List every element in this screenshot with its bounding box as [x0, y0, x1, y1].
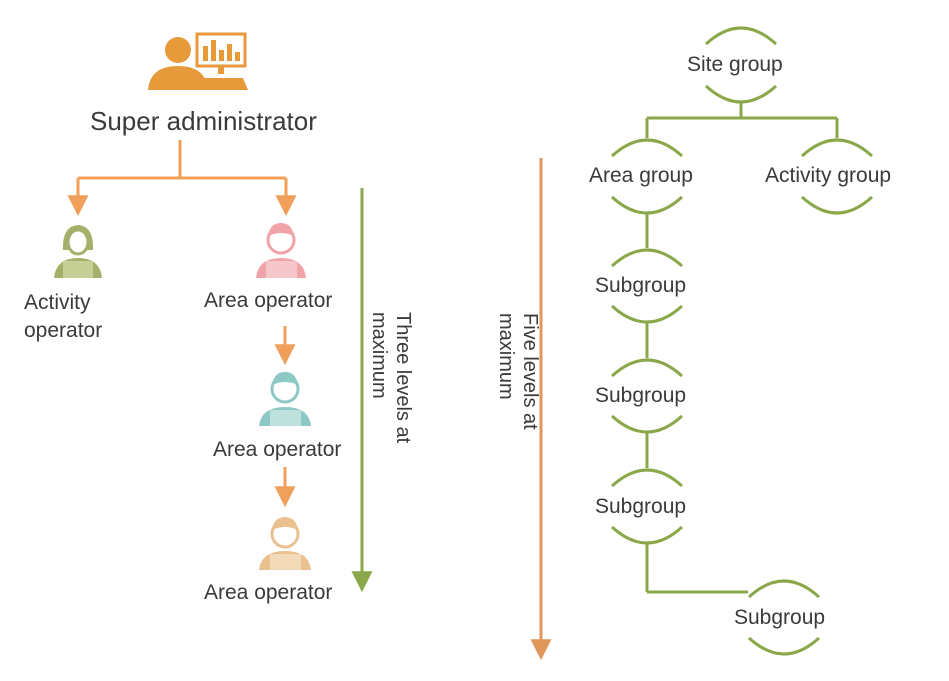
admin-connectors: [67, 140, 297, 508]
activity-group-label: Activity group: [765, 164, 892, 187]
area-operator-label-2: Area operator: [213, 438, 342, 461]
area-operator-label-1: Area operator: [204, 289, 333, 312]
area-operator-icon: [259, 517, 311, 570]
area-operator-icon: [259, 372, 311, 426]
five-levels-note-line2: maximum: [495, 313, 517, 400]
activity-operator-label-line1: Activity: [24, 291, 91, 314]
area-operator-label-3: Area operator: [204, 581, 333, 604]
area-operator-icon: [256, 223, 306, 278]
group-node-arcs: [610, 26, 874, 656]
three-levels-note-line1: Three levels at: [392, 312, 414, 444]
super-admin-label: Super administrator: [90, 106, 317, 136]
subgroup-label-4: Subgroup: [734, 606, 826, 629]
area-group-label: Area group: [589, 164, 693, 187]
activity-operator-icon: [54, 225, 102, 278]
five-levels-note-line1: Five levels at: [519, 313, 541, 430]
three-levels-note-line2: maximum: [368, 312, 390, 399]
activity-operator-label-line2: operator: [24, 319, 103, 342]
subgroup-label-1: Subgroup: [595, 274, 687, 297]
subgroup-label-3: Subgroup: [595, 495, 687, 518]
group-tree-lines: [645, 103, 839, 594]
admin-with-chart-icon: [148, 32, 248, 90]
site-group-label: Site group: [687, 53, 783, 76]
subgroup-label-2: Subgroup: [595, 384, 687, 407]
